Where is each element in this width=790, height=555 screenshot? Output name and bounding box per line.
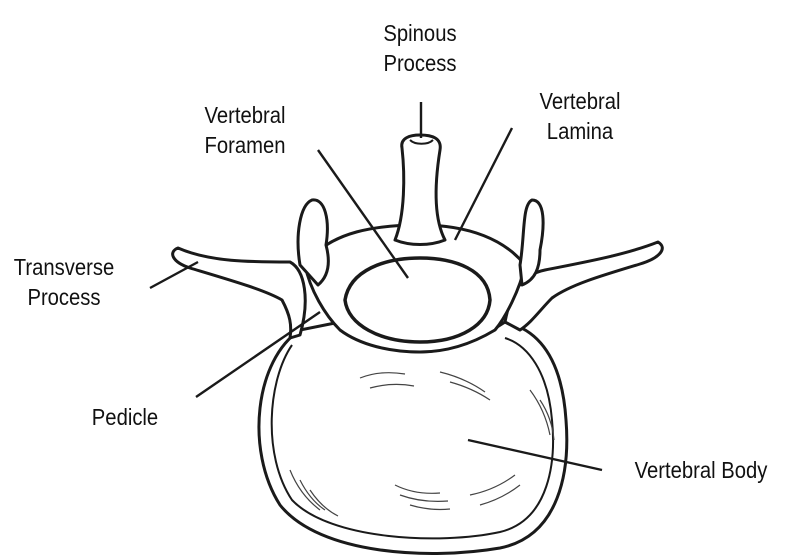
posterior-arch-shape: [173, 135, 663, 352]
vertebral-body-shape: [259, 322, 567, 553]
leader-lamina: [455, 128, 512, 240]
label-vertebral-body: Vertebral Body: [623, 455, 780, 485]
leader-transverse: [150, 262, 198, 288]
label-pedicle: Pedicle: [77, 402, 174, 432]
